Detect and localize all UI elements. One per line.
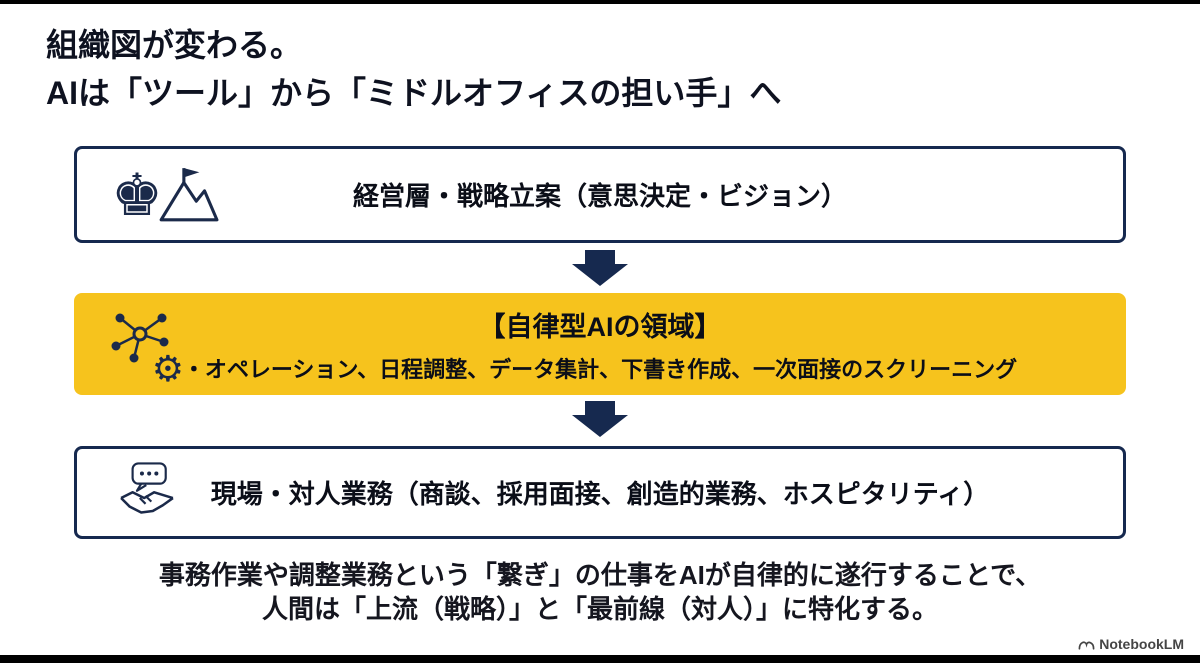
title-line-2: AIは「ツール」から「ミドルオフィスの担い手」へ: [46, 75, 782, 112]
handshake-icon: [111, 461, 183, 525]
letterbox-bottom-bar: [0, 655, 1200, 663]
page-title: 組織図が変わる。 AIは「ツール」から「ミドルオフィスの担い手」へ: [46, 26, 781, 113]
summary-line-2: 人間は「上流（戦略）」と「最前線（対人）」に特化する。: [261, 594, 938, 625]
network-nodes-icon: [111, 313, 169, 363]
frontline-box: 現場・対人業務（商談、採用面接、創造的業務、ホスピタリティ）: [74, 446, 1126, 539]
network-icon: ⚙: [108, 308, 184, 388]
mountain-flag-icon: [159, 167, 219, 221]
summary-line-1: 事務作業や調整業務という「繋ぎ」の仕事をAIが自律的に遂行することで、: [158, 560, 1042, 590]
chess-king-icon: ♚: [111, 160, 163, 229]
summary-text: 事務作業や調整業務という「繋ぎ」の仕事をAIが自律的に遂行することで、 人間は「…: [0, 558, 1200, 627]
strategy-icon: ♚: [111, 164, 219, 226]
strategy-box: ♚ 経営層・戦略立案（意思決定・ビジョン）: [74, 146, 1126, 243]
watermark-label: NotebookLM: [1099, 636, 1184, 652]
autonomous-ai-box: ⚙ 【自律型AIの領域】 ・オペレーション、日程調整、データ集計、下書き作成、一…: [74, 293, 1126, 395]
handshake-speech-bubble-icon: [120, 461, 174, 514]
down-arrow-icon: [572, 401, 628, 437]
letterbox-top-bar: [0, 0, 1200, 4]
down-arrow-icon: [572, 250, 628, 286]
autonomous-ai-heading: 【自律型AIの領域】: [478, 311, 722, 342]
autonomous-ai-label: ・オペレーション、日程調整、データ集計、下書き作成、一次面接のスクリーニング: [182, 356, 1018, 382]
network-gear-icon: ⚙: [108, 308, 184, 388]
strategy-box-label: 経営層・戦略立案（意思決定・ビジョン）: [352, 181, 847, 211]
notebooklm-logo-icon: [1078, 640, 1095, 650]
gear-icon: ⚙: [151, 349, 184, 390]
title-line-1: 組織図が変わる。: [46, 27, 303, 63]
notebooklm-watermark: NotebookLM: [1078, 636, 1184, 652]
frontline-box-label: 現場・対人業務（商談、採用面接、創造的業務、ホスピタリティ）: [210, 479, 990, 509]
